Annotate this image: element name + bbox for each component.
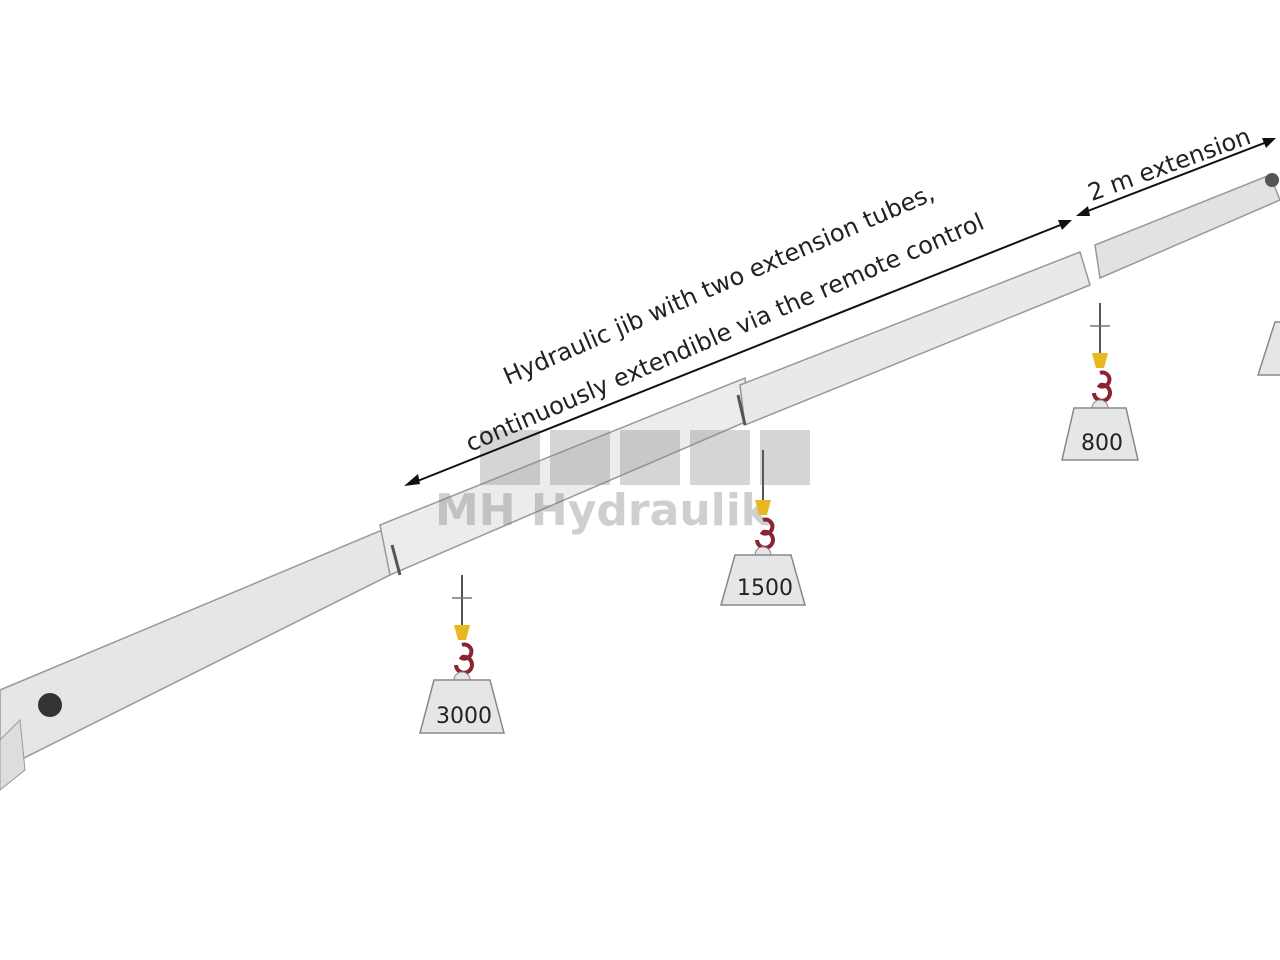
weight-block <box>419 679 505 734</box>
hook-icon <box>755 517 775 550</box>
load-value: 800 <box>1081 431 1123 456</box>
jib-dimension-arrow <box>409 221 1069 485</box>
boom-tube-2 <box>739 251 1091 427</box>
boom-base-bracket <box>0 718 26 791</box>
boom <box>0 173 1280 771</box>
load-800: 800 <box>1061 303 1139 461</box>
hook-icon <box>1092 370 1112 403</box>
boom-extension <box>1094 174 1280 280</box>
boom-joint <box>736 394 747 426</box>
arrow-head-icon <box>404 474 420 486</box>
svg-text:MH Hydraulik: MH Hydraulik <box>435 485 772 536</box>
weight-block <box>720 554 806 606</box>
load-3000: 3000 <box>419 575 505 734</box>
swivel-icon <box>755 500 771 515</box>
swivel-icon <box>1092 353 1108 368</box>
load-value: 1500 <box>737 576 793 601</box>
extension-dimension-arrow <box>1079 139 1273 215</box>
boom-pin <box>38 693 62 717</box>
boom-tip-pin <box>1265 173 1279 187</box>
boom-base-section <box>0 508 441 771</box>
arrow-head-icon <box>1058 220 1072 230</box>
boom-joint <box>390 544 402 576</box>
swivel-icon <box>454 625 470 640</box>
arrow-head-icon <box>1262 138 1276 148</box>
load-1500: 1500 <box>720 450 806 606</box>
weight-block <box>1061 407 1139 461</box>
hook-icon <box>454 642 474 675</box>
arrow-head-icon <box>1076 206 1090 216</box>
watermark-logo: MH Hydraulik <box>435 430 810 536</box>
load-partial <box>1256 321 1280 376</box>
load-value: 3000 <box>436 704 492 729</box>
